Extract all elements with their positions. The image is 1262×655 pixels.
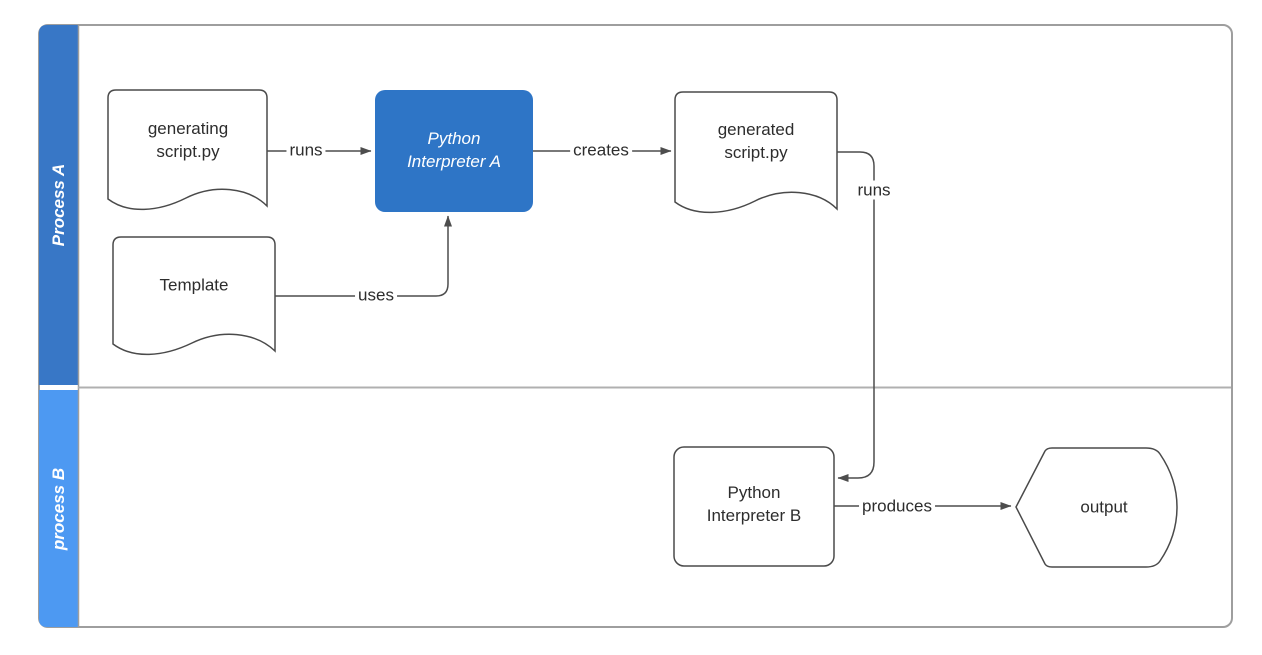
edge-runs-2-label: runs [854, 180, 894, 200]
node-generating-script-shape [107, 89, 268, 211]
edge-creates-label: creates [570, 140, 632, 160]
edge-uses [275, 215, 452, 297]
node-template-label: Template [159, 275, 229, 295]
node-interpreter-b-label: Python Interpreter B [706, 483, 802, 525]
node-interpreter-a-label: Python Interpreter A [407, 129, 501, 171]
node-output-label: output [1080, 497, 1128, 517]
node-generated-script-shape [674, 91, 838, 214]
node-template-shape [112, 236, 276, 356]
node-generating-script-label: generating script.py [147, 119, 229, 161]
lane-a-header [39, 25, 78, 385]
lane-b-title: process B [49, 467, 68, 551]
edge-uses-label: uses [355, 285, 397, 305]
edge-produces-label: produces [859, 496, 935, 516]
edge-runs-2 [837, 151, 875, 482]
lane-a-title: Process A [49, 163, 68, 247]
edge-runs-1-label: runs [286, 140, 326, 160]
lane-b-header [39, 390, 78, 627]
node-output-shape [1015, 447, 1178, 568]
node-interpreter-a-shape [375, 90, 533, 212]
node-generated-script-label: generated script.py [717, 120, 795, 162]
